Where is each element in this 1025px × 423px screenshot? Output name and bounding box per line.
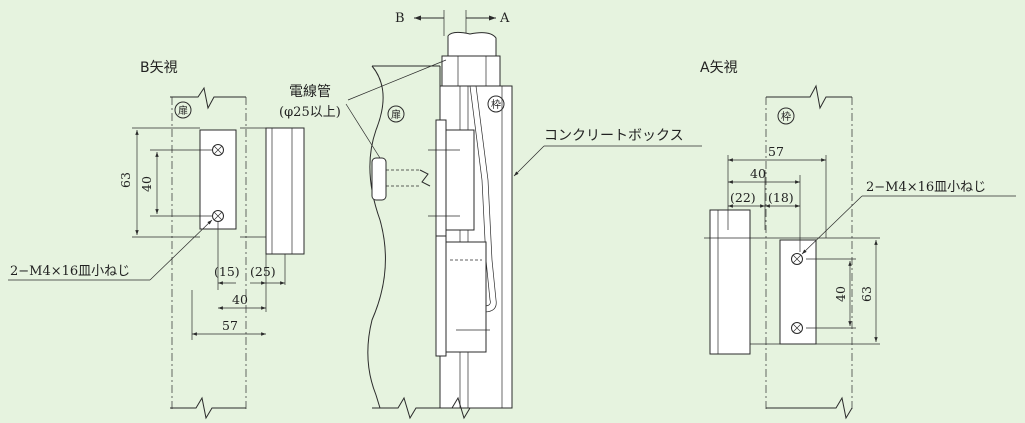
section-door-mark: 扉	[391, 108, 401, 121]
b-dim-57: 57	[222, 318, 238, 333]
a-view: A矢視 枠 57 40 (22) (18) 40	[700, 60, 1016, 420]
b-view-title: B矢視	[140, 60, 178, 76]
a-side-block	[709, 209, 751, 355]
a-dim-40: 40	[750, 166, 766, 181]
a-dim-18: (18)	[768, 190, 794, 205]
b-screw-label: 2−M4×16皿小ねじ	[10, 264, 130, 279]
a-view-title: A矢視	[700, 60, 738, 76]
conduit-note: (φ25以上)	[279, 105, 341, 120]
door-mark: 扉	[178, 104, 188, 117]
side-conduit	[371, 157, 387, 201]
frame-mark-circle	[777, 107, 795, 125]
arrow-a-label: A	[499, 11, 510, 26]
conduit-label: 電線管	[289, 84, 331, 100]
conduit-fitting	[441, 55, 501, 87]
screw-lower	[212, 210, 224, 222]
a-dim-22: (22)	[730, 190, 756, 205]
a-dim-63v: 63	[859, 286, 874, 302]
section-view: B A 扉 枠	[279, 10, 702, 420]
a-mounting-plate	[779, 239, 817, 345]
section-frame-mark: 枠	[491, 98, 501, 111]
a-dim-40v: 40	[833, 286, 848, 302]
door-mark-circle	[174, 101, 192, 119]
box-label: コンクリートボックス	[544, 128, 684, 144]
a-frame-mark: 枠	[781, 110, 791, 123]
b-dim-15: (15)	[214, 264, 240, 279]
hinge-left-plate	[435, 119, 447, 241]
door-profile	[367, 65, 386, 409]
mounting-plate	[199, 129, 237, 230]
b-dim-25: (25)	[250, 264, 276, 279]
door-mark-circle-section	[387, 105, 405, 123]
a-screw-label: 2−M4×16皿小ねじ	[866, 180, 986, 195]
arrow-b-label: B	[395, 11, 405, 26]
a-dim-57: 57	[768, 144, 784, 159]
b-view: B矢視 扉 63 40	[8, 60, 305, 420]
screw-upper	[212, 144, 224, 156]
break-line-top	[170, 86, 246, 110]
a-screw-lower	[791, 322, 803, 334]
break-line-bottom	[170, 396, 246, 420]
b-dim-40w: 40	[232, 292, 248, 307]
hinge-body-lower	[445, 241, 487, 353]
hinge-body	[445, 129, 475, 231]
hinge-left-plate-lower	[435, 235, 447, 357]
b-dim-63: 63	[118, 172, 133, 188]
a-screw-upper	[791, 253, 803, 265]
conduit-top	[447, 31, 497, 57]
frame-mark-circle-section	[487, 95, 505, 113]
b-dim-40: 40	[139, 176, 154, 192]
